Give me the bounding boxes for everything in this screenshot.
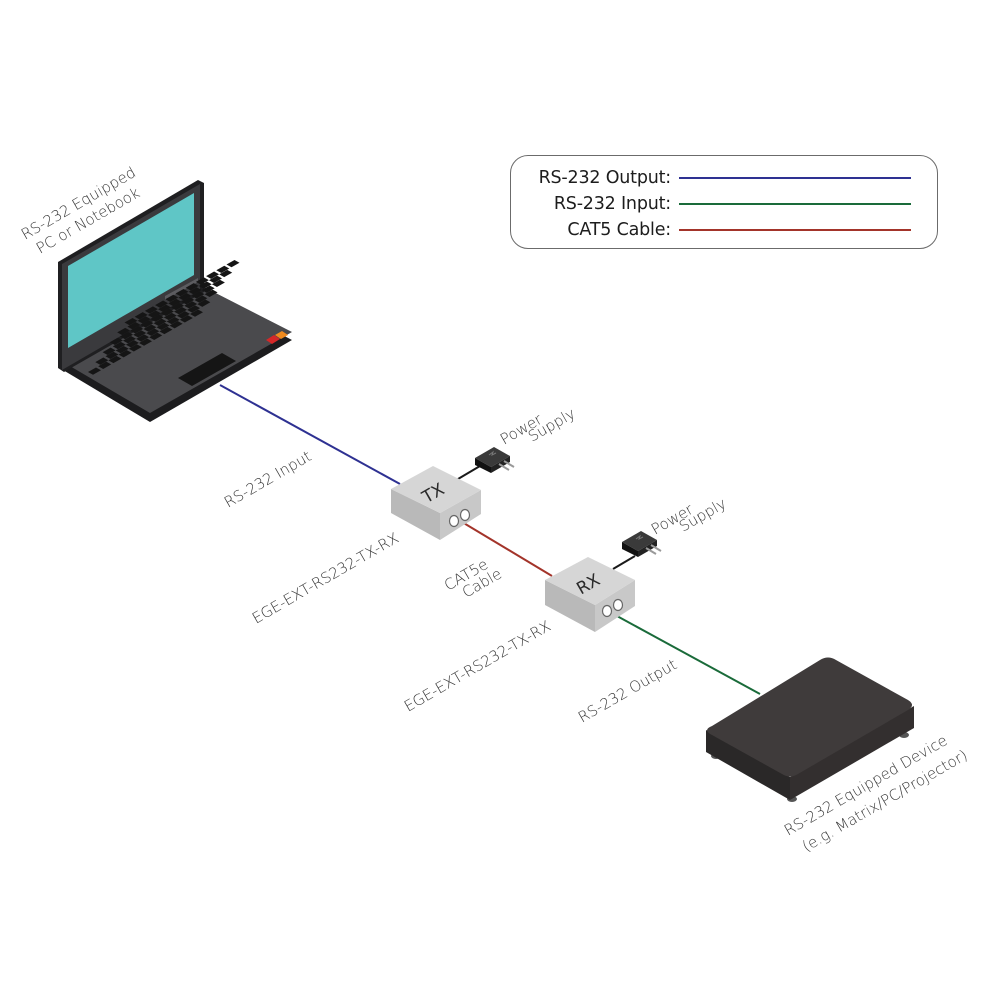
rs232-input-cable: [219, 384, 401, 485]
keyboard-key: [185, 283, 199, 291]
tx-power-supply-icon: [475, 447, 515, 473]
tx-power-label: Power Supply: [497, 404, 578, 448]
keyboard-key: [139, 338, 152, 346]
tx-model-label: EGE-EXT-RS232-TX-RX: [249, 529, 402, 628]
keyboard-key: [140, 320, 154, 328]
rx-power-cord: [612, 555, 636, 570]
keyboard-key: [168, 298, 182, 307]
rs232-output-label: RS-232 Output: [575, 655, 680, 726]
keyboard-key: [176, 311, 190, 319]
laptop-icon: [58, 180, 292, 422]
keyboard-key: [175, 288, 189, 297]
keyboard-key: [124, 317, 138, 326]
keyboard-key: [98, 361, 112, 369]
rx-unit: RX: [545, 557, 635, 632]
keyboard-key: [125, 340, 139, 348]
keyboard-key: [137, 316, 151, 324]
keyboard-key: [134, 312, 148, 320]
legend-item-rs232-input: RS-232 Input:: [511, 192, 911, 216]
keyboard-key: [146, 328, 160, 336]
legend: RS-232 Output: RS-232 Input: CAT5 Cable:: [510, 155, 938, 249]
keyboard-key: [163, 312, 177, 321]
keyboard-key: [158, 304, 171, 312]
keyboard-key: [184, 301, 198, 309]
rx-power-supply-icon: [622, 531, 662, 557]
keyboard-key: [197, 299, 211, 307]
keyboard-key: [117, 327, 131, 336]
keyboard-key: [144, 306, 158, 314]
keyboard-key: [127, 322, 141, 330]
keyboard-key: [136, 334, 150, 342]
keyboard-key: [169, 321, 183, 329]
legend-item-cat5: CAT5 Cable:: [511, 218, 911, 242]
keyboard-key: [171, 302, 185, 311]
keyboard-key: [115, 345, 129, 354]
keyboard-key: [206, 271, 220, 279]
keyboard-key: [133, 330, 147, 338]
rx-model-label: EGE-EXT-RS232-TX-RX: [401, 617, 554, 716]
keyboard-key: [147, 310, 161, 318]
keyboard-key: [216, 265, 230, 274]
keyboard-key: [155, 300, 169, 308]
keyboard-key: [181, 297, 195, 305]
legend-swatch-blue: [679, 177, 911, 179]
keyboard-key: [166, 316, 180, 325]
keyboard-key: [105, 351, 119, 360]
legend-label: RS-232 Output:: [538, 168, 672, 188]
rs232-device-icon: [706, 657, 914, 802]
keyboard-key: [179, 315, 193, 323]
tx-unit: TX: [391, 466, 481, 540]
keyboard-key: [191, 291, 205, 299]
keyboard-key: [226, 259, 240, 268]
keyboard-key: [95, 357, 109, 365]
keyboard-key: [128, 344, 142, 352]
keyboard-key: [194, 295, 208, 303]
keyboard-key: [159, 326, 173, 335]
keyboard-key: [201, 285, 215, 293]
keyboard-key: [178, 293, 192, 301]
keyboard-key: [187, 305, 201, 313]
keyboard-key: [211, 279, 225, 288]
keyboard-key: [195, 277, 209, 285]
cat5e-cable: [461, 521, 553, 577]
keyboard-key: [88, 367, 101, 375]
keyboard-key: [102, 347, 116, 355]
keyboard-key: [120, 331, 134, 340]
keyboard-key: [109, 337, 123, 346]
legend-swatch-green: [679, 203, 911, 205]
keyboard-key: [209, 275, 222, 283]
keyboard-key: [204, 289, 218, 297]
keyboard-key: [174, 307, 187, 315]
keyboard-key: [198, 281, 212, 289]
keyboard-key: [130, 326, 144, 334]
rs232-output-cable: [616, 615, 761, 695]
tx-power-cord: [457, 465, 481, 480]
keyboard-key: [108, 355, 122, 364]
keyboard-key: [150, 314, 164, 322]
keyboard-key: [153, 318, 167, 326]
keyboard-key: [118, 350, 132, 358]
keyboard-key: [188, 287, 202, 295]
keyboard-key: [143, 324, 157, 332]
rs232-input-label: RS-232 Input: [221, 447, 315, 511]
keyboard-key: [112, 341, 126, 350]
svg-text:Supply: Supply: [525, 404, 578, 445]
keyboard-key: [123, 336, 136, 344]
keyboard-key: [149, 332, 163, 340]
legend-swatch-red: [679, 229, 911, 231]
legend-item-rs232-output: RS-232 Output:: [511, 166, 911, 190]
keyboard-key: [156, 322, 170, 331]
rx-power-label: Power Supply: [648, 494, 729, 538]
legend-label: CAT5 Cable:: [567, 220, 671, 240]
legend-label: RS-232 Input:: [553, 194, 671, 214]
keyboard-key: [190, 309, 203, 317]
keyboard-key: [219, 269, 233, 278]
svg-text:Supply: Supply: [676, 494, 729, 535]
cat5e-label: CAT5e Cable: [441, 555, 505, 601]
keyboard-key: [160, 308, 174, 317]
keyboard-key: [165, 294, 179, 303]
